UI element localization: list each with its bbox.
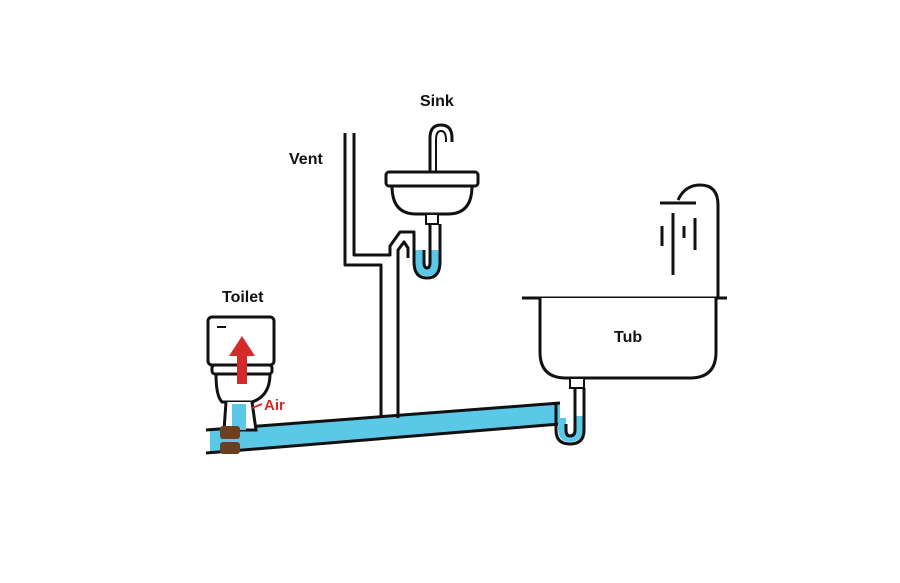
sink-basin <box>390 184 474 216</box>
main-drain-pipe <box>205 401 561 455</box>
sink-p-trap <box>412 224 442 280</box>
arrow-up-icon <box>229 336 255 384</box>
air-label: Air <box>264 397 285 414</box>
sink <box>384 123 480 225</box>
drain-pipe-water <box>210 404 560 453</box>
faucet-icon <box>428 123 454 172</box>
drain-pipe-bottom-wall <box>205 422 561 455</box>
shower <box>660 183 720 298</box>
tub-p-trap <box>554 388 586 446</box>
floor-flange <box>220 442 240 454</box>
toilet-label: Toilet <box>222 289 264 306</box>
shower-head-icon <box>676 183 720 298</box>
bathtub <box>522 296 727 389</box>
vent-label: Vent <box>289 151 323 168</box>
sink-label: Sink <box>420 93 454 110</box>
wax-seal <box>220 426 240 439</box>
tub-basin <box>538 298 718 380</box>
sink-rim <box>384 170 480 188</box>
drain-pipe-top-wall <box>205 401 561 432</box>
tub-label: Tub <box>614 329 642 346</box>
air-pointer <box>251 403 263 409</box>
